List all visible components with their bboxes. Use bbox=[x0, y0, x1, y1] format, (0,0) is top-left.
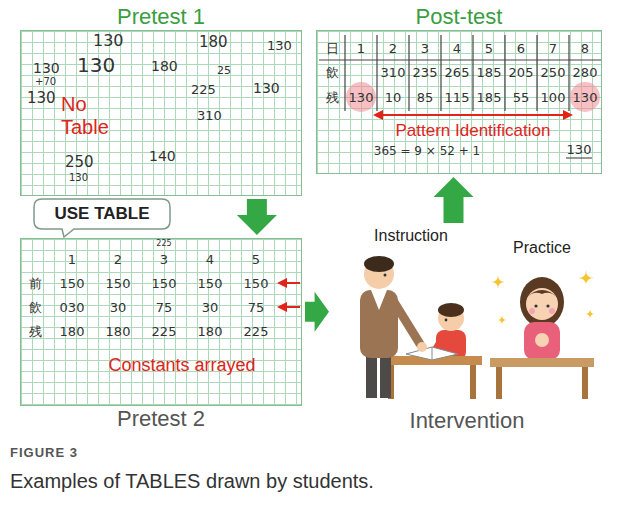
panel-heading: Post-test bbox=[316, 4, 602, 30]
practice-scene: Practice bbox=[484, 238, 600, 402]
illustration bbox=[490, 270, 595, 399]
handwritten-entry: 残 bbox=[29, 325, 42, 338]
handwritten-entry: 030 bbox=[60, 301, 85, 314]
handwritten-entry: 130 bbox=[77, 55, 115, 75]
worksheet-grid: Pattern Identification 日 1 2 3 4 5 6 7 8 飲 310 235 26… bbox=[316, 30, 602, 174]
handwritten-entry: 150 bbox=[60, 277, 85, 290]
illustration bbox=[319, 35, 601, 158]
handwritten-entry: 180 bbox=[106, 325, 131, 338]
handwritten-entry: 150 bbox=[198, 277, 223, 290]
handwritten-entry: 1 bbox=[68, 253, 76, 266]
handwritten-entry: 日 bbox=[326, 42, 339, 55]
handwritten-entry: 25 bbox=[217, 65, 231, 76]
handwritten-entry: 235 bbox=[413, 66, 438, 79]
handwritten-entry: 225 bbox=[152, 325, 177, 338]
handwritten-entry: 130 bbox=[349, 91, 374, 104]
handwritten-entry: 130 bbox=[33, 61, 60, 75]
handwritten-entry: 5 bbox=[485, 42, 493, 55]
intervention-region: Intervention InstructionPractice bbox=[332, 226, 602, 434]
handwritten-entry: 8 bbox=[581, 42, 589, 55]
handwritten-entry: 6 bbox=[517, 42, 525, 55]
handwritten-entry: 130 bbox=[573, 91, 598, 104]
handwritten-entry: 250 bbox=[65, 155, 94, 170]
bubble-text: USE TABLE bbox=[54, 199, 149, 229]
handwritten-entry: 150 bbox=[244, 277, 269, 290]
scene-label: Practice bbox=[484, 238, 600, 258]
handwritten-entry: 1 bbox=[357, 42, 365, 55]
handwritten-entry: 265 bbox=[445, 66, 470, 79]
handwritten-entry: 85 bbox=[417, 91, 434, 104]
flow-arrow bbox=[237, 199, 277, 235]
handwritten-entry: 205 bbox=[509, 66, 534, 79]
handwritten-entry: 2 bbox=[114, 253, 122, 266]
flow-arrow bbox=[434, 177, 474, 223]
handwritten-entry: 7 bbox=[549, 42, 557, 55]
handwritten-entry: 250 bbox=[541, 66, 566, 79]
annotation: No Table bbox=[61, 93, 135, 139]
stage-label: Intervention bbox=[410, 408, 525, 434]
handwritten-entry: 130 bbox=[567, 143, 592, 156]
panel-heading: Pretest 2 bbox=[20, 406, 302, 432]
posttest-worksheet: Post-testPattern Identification 日 1 2 3 4 5 6 7 8… bbox=[316, 4, 602, 174]
handwritten-entry: 130 bbox=[69, 173, 88, 183]
handwritten-entry: 130 bbox=[253, 81, 280, 95]
scene-label: Instruction bbox=[336, 226, 486, 246]
illustration bbox=[277, 278, 300, 312]
handwritten-entry: 130 bbox=[93, 33, 124, 49]
pretest-worksheet: Constants arrayed 225 1 2 3 4 5 前 150 150 150 150 15… bbox=[20, 238, 302, 432]
handwritten-entry: 115 bbox=[445, 91, 470, 104]
handwritten-entry: 100 bbox=[541, 91, 566, 104]
cartoon-figure bbox=[484, 238, 600, 402]
handwritten-entry: 225 bbox=[191, 83, 216, 96]
handwritten-entry: 140 bbox=[149, 149, 176, 163]
handwritten-entry: 75 bbox=[156, 301, 173, 314]
handwritten-entry: +70 bbox=[35, 77, 56, 87]
handwritten-entry: 3 bbox=[421, 42, 429, 55]
handwritten-entry: 280 bbox=[573, 66, 598, 79]
handwritten-entry: 30 bbox=[202, 301, 219, 314]
handwritten-entry: 4 bbox=[453, 42, 461, 55]
handwritten-entry: 10 bbox=[385, 91, 402, 104]
handwritten-entry: 4 bbox=[206, 253, 214, 266]
worksheet-grid: Constants arrayed 225 1 2 3 4 5 前 150 150 150 150 15… bbox=[20, 238, 302, 406]
handwritten-entry: 365 = 9 × 52 + 1 bbox=[374, 145, 481, 157]
handwritten-entry: 310 bbox=[197, 109, 222, 122]
figure-number: FIGURE 3 bbox=[10, 446, 78, 459]
handwritten-entry: 150 bbox=[152, 277, 177, 290]
handwritten-entry: 残 bbox=[326, 91, 339, 104]
handwritten-entry: 180 bbox=[199, 35, 228, 50]
handwritten-entry: 225 bbox=[156, 240, 171, 248]
flow-arrow bbox=[305, 292, 329, 332]
handwritten-entry: 飲 bbox=[29, 301, 42, 314]
handwritten-entry: 5 bbox=[252, 253, 260, 266]
cartoon-figure bbox=[336, 226, 486, 402]
handwritten-entry: 30 bbox=[110, 301, 127, 314]
annotation: Constants arrayed bbox=[87, 355, 277, 376]
handwritten-entry: 130 bbox=[27, 91, 56, 106]
handwritten-entry: 180 bbox=[151, 59, 178, 73]
speech-bubble: USE TABLE bbox=[34, 199, 170, 229]
pretest-worksheet: Pretest 1 No Table 130 180 130 130 130 180 25 +70… bbox=[20, 4, 302, 196]
handwritten-entry: 180 bbox=[198, 325, 223, 338]
handwritten-entry: 185 bbox=[477, 66, 502, 79]
handwritten-entry: 180 bbox=[60, 325, 85, 338]
handwritten-entry: 185 bbox=[477, 91, 502, 104]
handwritten-entry: 3 bbox=[160, 253, 168, 266]
handwritten-entry: 130 bbox=[267, 39, 292, 52]
handwritten-entry: 前 bbox=[29, 277, 42, 290]
handwritten-entry: 225 bbox=[244, 325, 269, 338]
handwritten-entry: 150 bbox=[106, 277, 131, 290]
handwritten-entry: 310 bbox=[381, 66, 406, 79]
handwritten-entry: 飲 bbox=[326, 66, 339, 79]
instruction-scene: Instruction bbox=[336, 226, 486, 402]
annotation: Pattern Identification bbox=[383, 121, 563, 141]
figure-caption: Examples of TABLES drawn by students. bbox=[10, 470, 374, 493]
handwritten-entry: 75 bbox=[248, 301, 265, 314]
illustration bbox=[360, 256, 482, 399]
worksheet-grid: No Table 130 180 130 130 130 180 25 +70 130 225 130… bbox=[20, 30, 302, 196]
handwritten-entry: 2 bbox=[389, 42, 397, 55]
handwritten-entry: 55 bbox=[513, 91, 530, 104]
panel-heading: Pretest 1 bbox=[20, 4, 302, 30]
